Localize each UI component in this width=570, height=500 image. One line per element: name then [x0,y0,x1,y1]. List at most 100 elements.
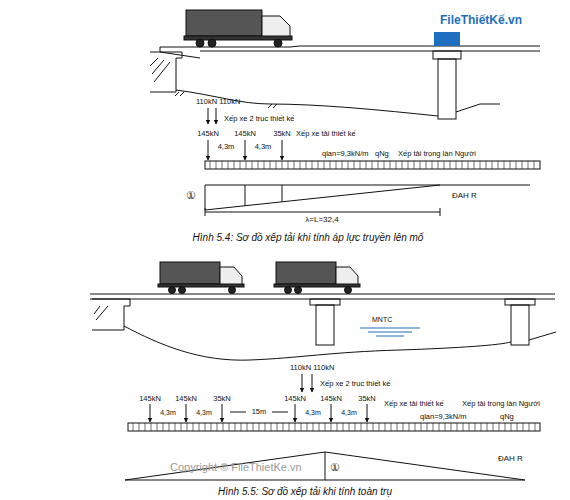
hatch-stroke [307,423,308,431]
truck [184,10,292,47]
hatch-stroke [433,423,434,431]
hatch-stroke [222,161,223,169]
hatch-stroke [210,161,211,169]
line-label: ĐAH R [498,455,523,463]
hatch-stroke [367,423,368,431]
hatch-stroke [282,161,283,169]
hatch-stroke [289,423,290,431]
hatch-stroke [451,423,452,431]
hatch-stroke [247,423,248,431]
load-label: Xếp tải trọng làn Người [462,400,540,408]
hatch-stroke [325,423,326,431]
hatch-stroke [391,423,392,431]
hatch-stroke [175,423,176,431]
load-label: 145kN [234,130,256,138]
hatch-stroke [511,423,512,431]
hatch-stroke [306,161,307,169]
hatch-stroke [354,161,355,169]
hatch-stroke [510,161,511,169]
hatch-stroke [169,423,170,431]
hatch-stroke [216,161,217,169]
hatch-stroke [360,161,361,169]
hatch-stroke [246,161,247,169]
hatch-stroke [469,423,470,431]
hatch-stroke [409,423,410,431]
hatch-stroke [505,423,506,431]
load-label: qNg [500,413,514,421]
hatch-stroke [487,423,488,431]
hatch-stroke [348,161,349,169]
hatch-stroke [427,423,428,431]
load-label: Xếp xe tải thiết kế [296,130,356,138]
hatch-stroke [534,161,535,169]
hatch-stroke [295,423,296,431]
hatch-stroke [342,161,343,169]
hatch-stroke [217,423,218,431]
hatch-stroke [270,161,271,169]
hatch-stroke [283,423,284,431]
hatch-stroke [474,161,475,169]
hatch-stroke [187,423,188,431]
hatch-stroke [504,161,505,169]
hatch-stroke [163,423,164,431]
dimension: 4,3m [305,409,321,416]
hatch-stroke [420,161,421,169]
hatch-stroke [462,161,463,169]
hatch-stroke [517,423,518,431]
caption: Hình 5.4: Sơ đồ xếp tải khi tính áp lực … [193,233,424,243]
load-label: 145kN [320,395,342,403]
hatch-stroke [181,423,182,431]
hatch-stroke [259,423,260,431]
hatch-stroke [426,161,427,169]
load-label: qlan=9,3kN/m [322,150,368,158]
watermark: Copyright © FileThietKe.vn [170,462,302,473]
hatch-stroke [481,423,482,431]
truck [158,262,244,294]
callout-number: ① [330,462,340,473]
logo: FileThiếtKế.vn [440,14,522,26]
hatch-stroke [385,423,386,431]
hatch-stroke [324,161,325,169]
hatch-stroke [318,161,319,169]
load-label: Xếp xe tải thiết kế [384,400,444,408]
hatch-stroke [444,161,445,169]
dimension: 4,3m [341,409,357,416]
hatch-stroke [468,161,469,169]
dimension: 4,3m [196,409,212,416]
hatch-stroke [211,423,212,431]
hatch-stroke [240,161,241,169]
hatch-stroke [264,161,265,169]
hatch-stroke [492,161,493,169]
hatch-stroke [253,423,254,431]
hatch-stroke [252,161,253,169]
hatch-stroke [421,423,422,431]
hatch-stroke [145,423,146,431]
hatch-stroke [523,423,524,431]
hatch-stroke [258,161,259,169]
hatch-stroke [313,423,314,431]
hatch-stroke [151,423,152,431]
hatch-stroke [384,161,385,169]
hatch-stroke [366,161,367,169]
hatch-stroke [343,423,344,431]
hatch-stroke [331,423,332,431]
load-label: Xếp tải trọng làn Người [398,150,476,158]
hatch-stroke [486,161,487,169]
water-level: MNTC [372,316,392,323]
hatch-stroke [223,423,224,431]
hatch-stroke [330,161,331,169]
load-label: 145kN [197,130,219,138]
hatch-stroke [402,161,403,169]
load-label: 145kN [139,395,161,403]
hatch-stroke [355,423,356,431]
hatch-stroke [528,161,529,169]
hatch-stroke [361,423,362,431]
line-label: ĐAH R [452,192,477,200]
hatch-stroke [373,423,374,431]
hatch-stroke [199,423,200,431]
hatch-stroke [522,161,523,169]
hatch-stroke [277,423,278,431]
hatch-stroke [241,423,242,431]
hatch-stroke [228,161,229,169]
caption: Hình 5.5: Sơ đồ xếp tải khi tính toàn tr… [218,487,392,497]
